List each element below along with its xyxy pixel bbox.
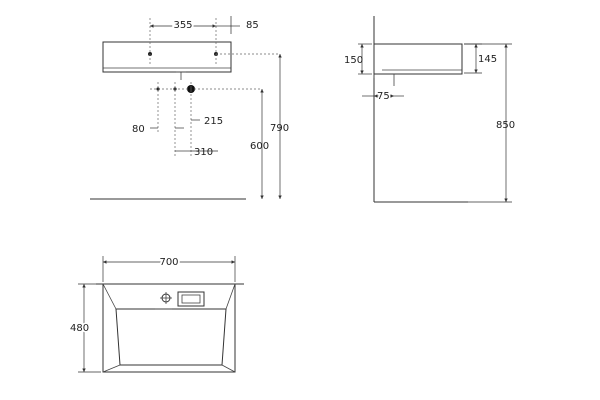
dim-label-85: 85 [246, 20, 259, 31]
dim-label-150: 150 [344, 55, 363, 66]
shelf-recess [177, 291, 205, 307]
front-view: 355 85 215 80 310 600 790 [90, 16, 289, 200]
dim-label-850: 850 [496, 120, 515, 131]
dim-label-480: 480 [70, 323, 89, 334]
dim-label-75: 75 [377, 91, 390, 102]
basin-front-outline [102, 41, 232, 73]
top-view: 700 480 [69, 255, 244, 373]
dim-label-145: 145 [478, 54, 497, 65]
basin-bowl-outline [115, 308, 227, 366]
basin-top-outline [102, 284, 236, 373]
dim-label-600: 600 [250, 141, 269, 152]
dim-label-355: 355 [173, 20, 192, 31]
basin-side-profile [374, 43, 463, 75]
dim-label-700: 700 [159, 257, 178, 268]
dim-label-215: 215 [204, 116, 223, 127]
dim-label-790: 790 [270, 123, 289, 134]
dim-label-80: 80 [132, 124, 145, 135]
dim-label-310: 310 [194, 147, 213, 158]
side-view: 150 145 75 850 [344, 16, 515, 203]
